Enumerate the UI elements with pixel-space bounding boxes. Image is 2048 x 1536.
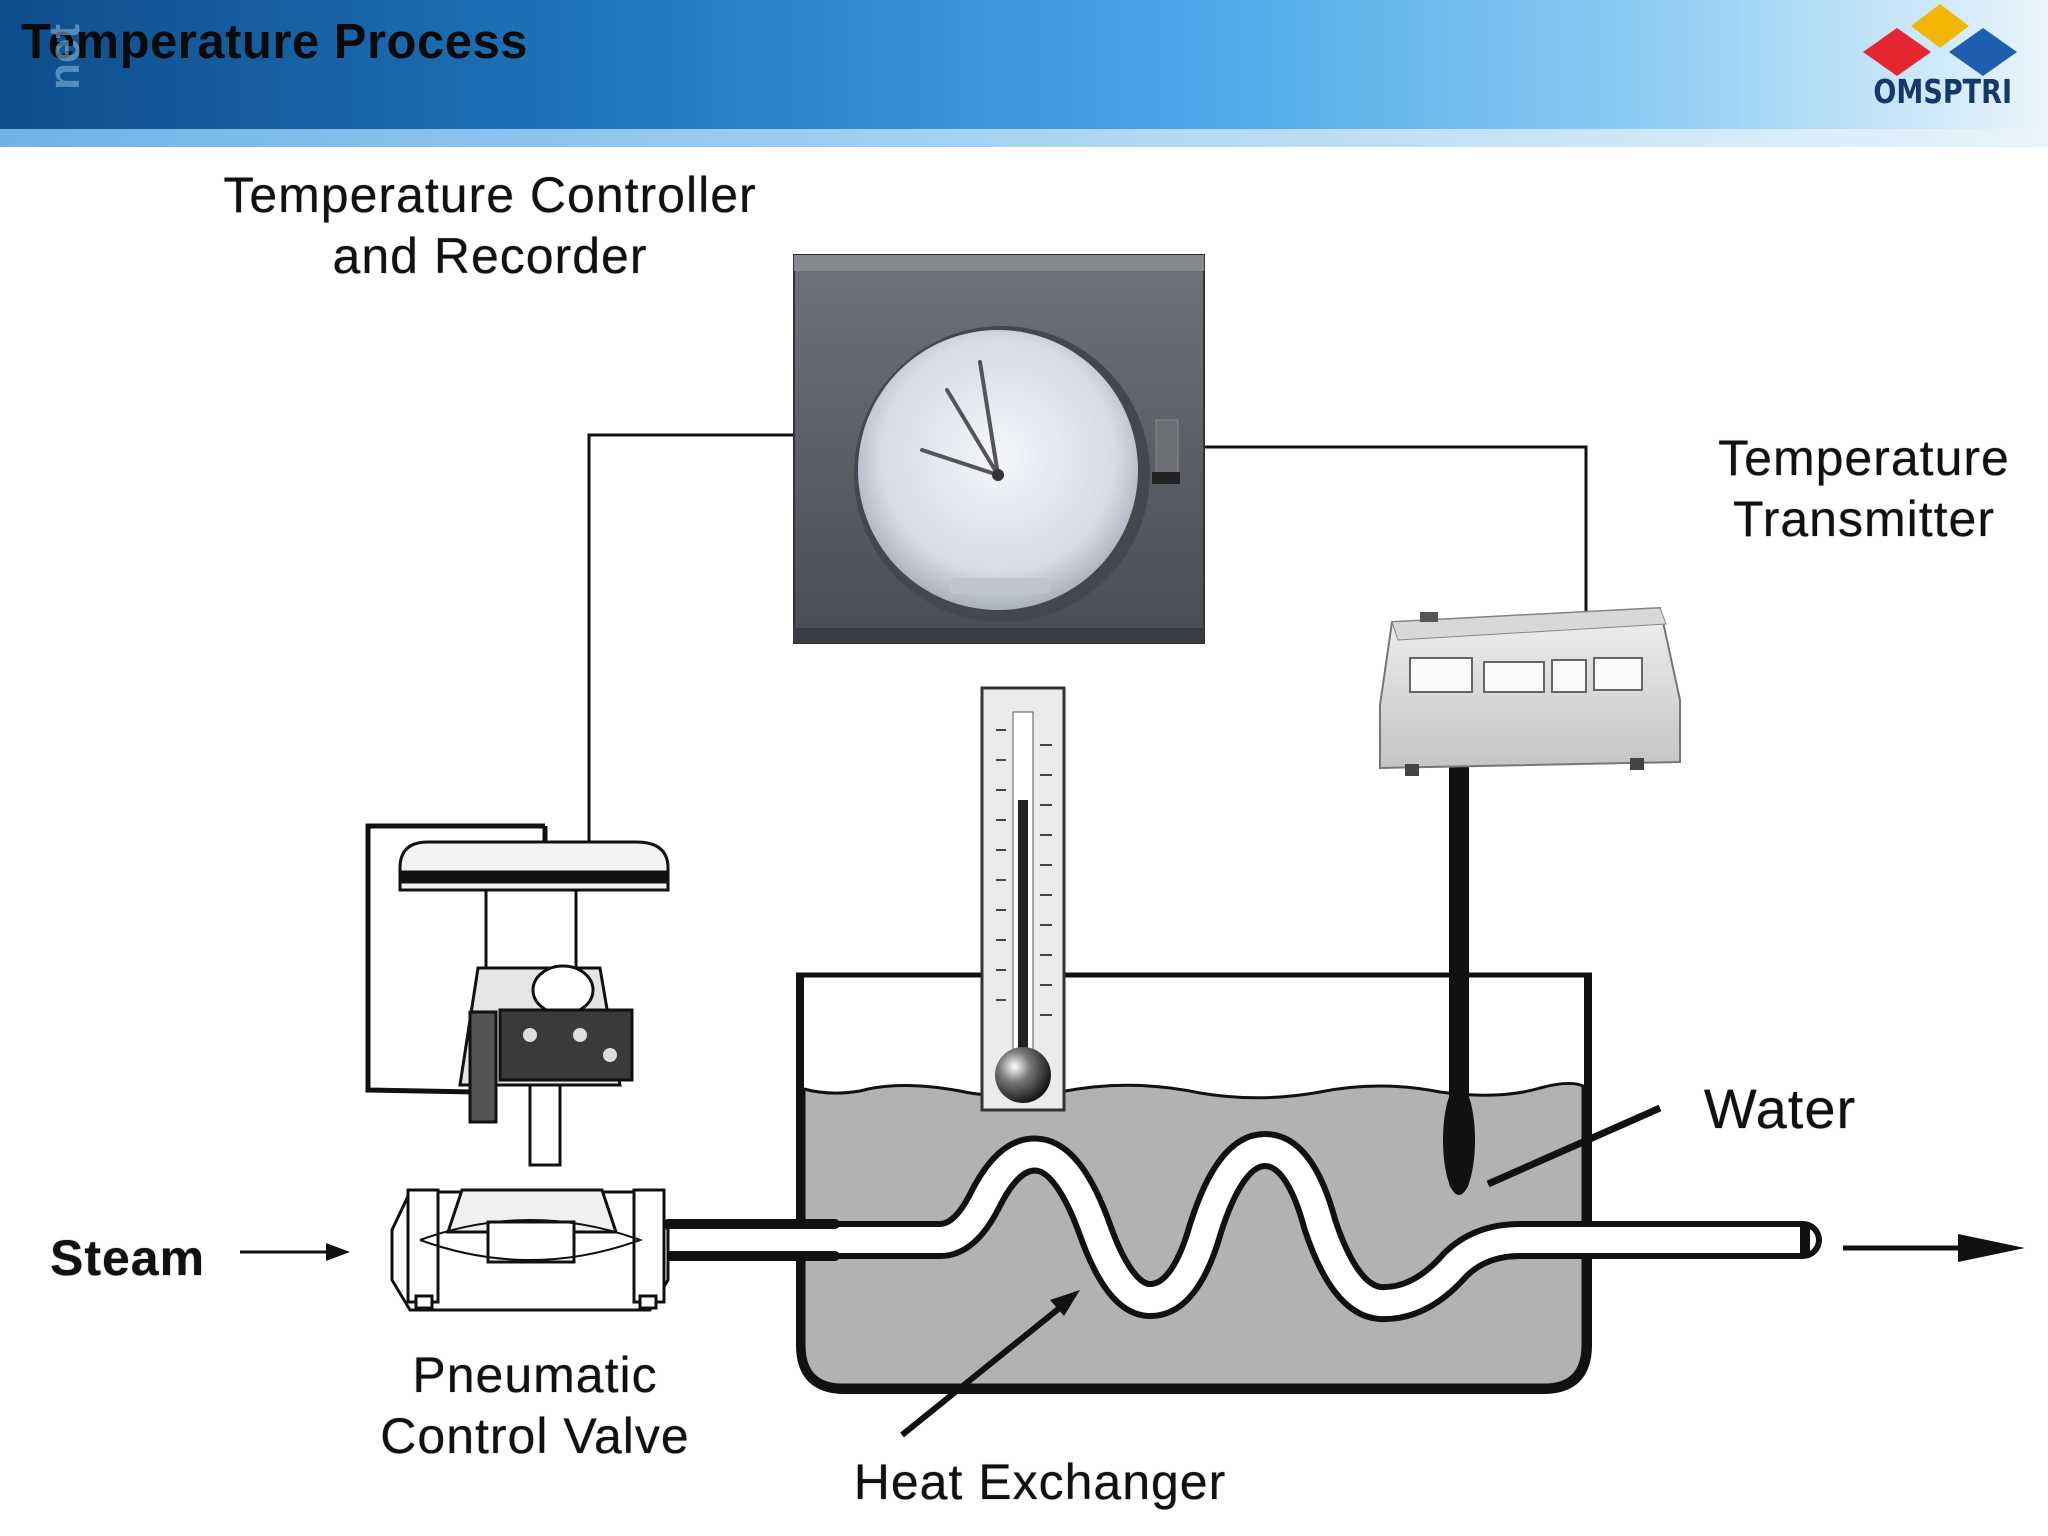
signal-wires [587, 433, 1588, 842]
header-strip [0, 129, 2048, 147]
water-pointer-line [1486, 1104, 1662, 1188]
slide-title: Temperature Process [21, 15, 528, 69]
water-tank [796, 972, 1592, 1394]
pneumatic-control-valve-label: Pneumatic Control Valve [380, 1347, 690, 1464]
thermometer-icon [980, 686, 1066, 1112]
temperature-transmitter-label: Temperature Transmitter [1718, 430, 2010, 547]
steam-arrow-icon [240, 1243, 350, 1261]
heat-exchanger-label: Heat Exchanger [853, 1454, 1227, 1510]
outlet-arrow-icon [1843, 1234, 2025, 1262]
heat-exchanger-pointer [900, 1290, 1080, 1438]
transmitter-to-controller-wire [1200, 445, 1588, 628]
controller-to-valve-wire [587, 433, 797, 842]
tank-wall [796, 975, 1592, 1394]
omsptri-logo-icon [1863, 4, 2017, 76]
temperature-recorder-icon [793, 254, 1205, 644]
controller-recorder-label: Temperature Controller and Recorder [223, 167, 757, 284]
water-label: Water [1703, 1077, 1857, 1140]
temperature-transmitter-icon [1379, 606, 1681, 1195]
slide-header: Temperature Process net OMSPTRI [0, 0, 2048, 147]
logo-text: OMSPTRI [1873, 72, 2013, 111]
heat-exchanger-coil [649, 1131, 1822, 1323]
pneumatic-control-valve-icon [365, 823, 670, 1312]
steam-label: Steam [50, 1230, 206, 1286]
